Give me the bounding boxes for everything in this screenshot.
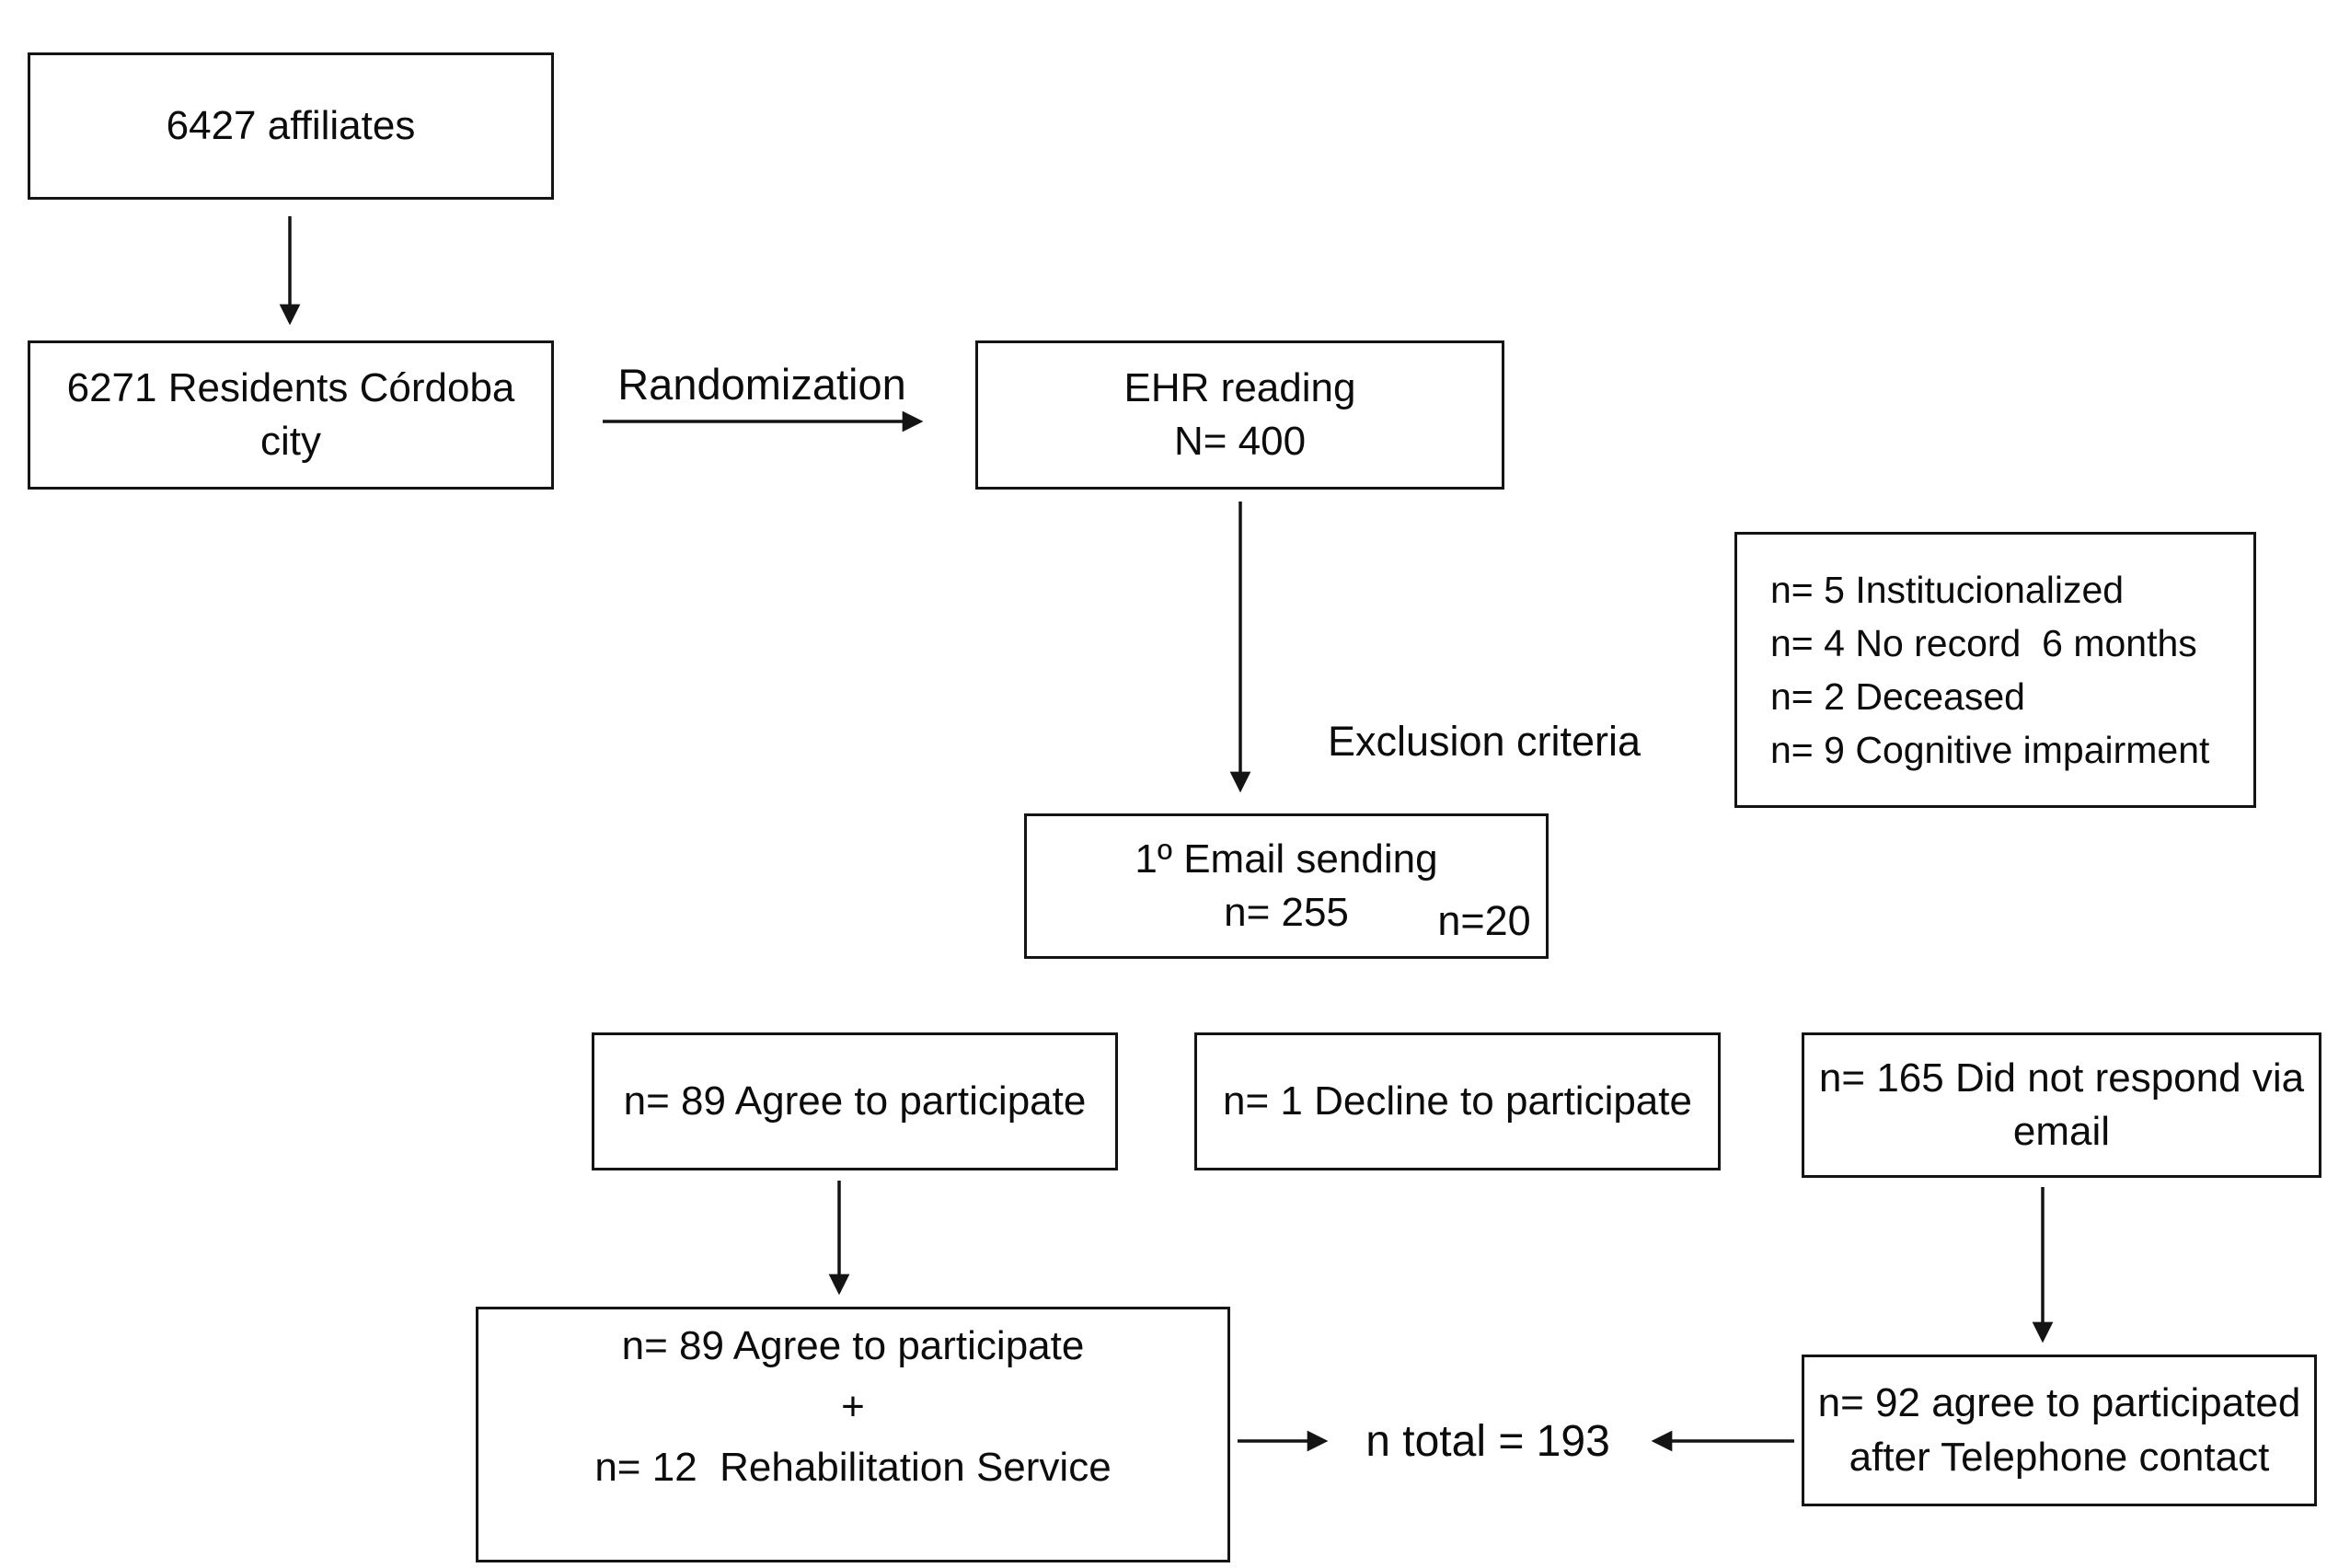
randomization-label: Randomization	[617, 360, 906, 409]
box-ehr-reading: EHR reading N= 400	[975, 340, 1504, 490]
box-no-response-line2: email	[2012, 1109, 2111, 1154]
box-combined-participants: n= 89 Agree to participate + n= 12 Rehab…	[476, 1307, 1230, 1562]
box-agree-to-participate: n= 89 Agree to participate	[592, 1032, 1118, 1170]
exclusion-item-no-record: n= 4 No record 6 months	[1770, 621, 2197, 664]
box-telephone-agree: n= 92 agree to participated after Teleph…	[1802, 1355, 2317, 1506]
box-residents-cordoba: 6271 Residents Córdoba city	[28, 340, 554, 490]
exclusion-criteria-line1: Exclusion criteria	[1327, 717, 1642, 765]
exclusion-item-institutionalized: n= 5 Institucionalized	[1770, 568, 2125, 611]
box-ehr-line2: N= 400	[1173, 419, 1307, 464]
box-email-sending: 1º Email sending n= 255	[1024, 813, 1549, 959]
plus-sign: +	[841, 1384, 865, 1429]
box-combined-line1: n= 89 Agree to participate	[621, 1323, 1085, 1368]
box-residents-line2: city	[260, 419, 321, 464]
box-residents-line1: 6271 Residents Córdoba	[66, 364, 515, 410]
box-decline-to-participate: n= 1 Decline to participate	[1194, 1032, 1721, 1170]
exclusion-criteria-line2: n=20	[1437, 897, 1531, 945]
box-agree-text: n= 89 Agree to participate	[623, 1078, 1087, 1124]
box-exclusion-list: n= 5 Institucionalized n= 4 No record 6 …	[1734, 532, 2256, 808]
box-phone-line1: n= 92 agree to participated	[1817, 1380, 2301, 1426]
box-no-response-email: n= 165 Did not respond via email	[1802, 1032, 2321, 1178]
box-no-response-line1: n= 165 Did not respond via	[1818, 1055, 2305, 1101]
box-email-line2: n= 255	[1224, 890, 1349, 935]
box-ehr-line1: EHR reading	[1123, 364, 1356, 410]
box-combined-line2: n= 12 Rehabilitation Service	[594, 1445, 1112, 1490]
box-decline-text: n= 1 Decline to participate	[1223, 1078, 1692, 1124]
n-total-label: n total = 193	[1365, 1417, 1610, 1466]
box-phone-line2: after Telephone contact	[1849, 1434, 2270, 1480]
exclusion-item-deceased: n= 2 Deceased	[1770, 675, 2025, 718]
exclusion-criteria-label: Exclusion criteria n=20	[1314, 591, 1654, 1071]
box-affiliates-text: 6427 affiliates	[166, 102, 416, 148]
exclusion-item-cognitive: n= 9 Cognitive impairment	[1770, 729, 2210, 772]
box-affiliates: 6427 affiliates	[28, 52, 554, 200]
box-email-line1: 1º Email sending	[1135, 836, 1438, 882]
